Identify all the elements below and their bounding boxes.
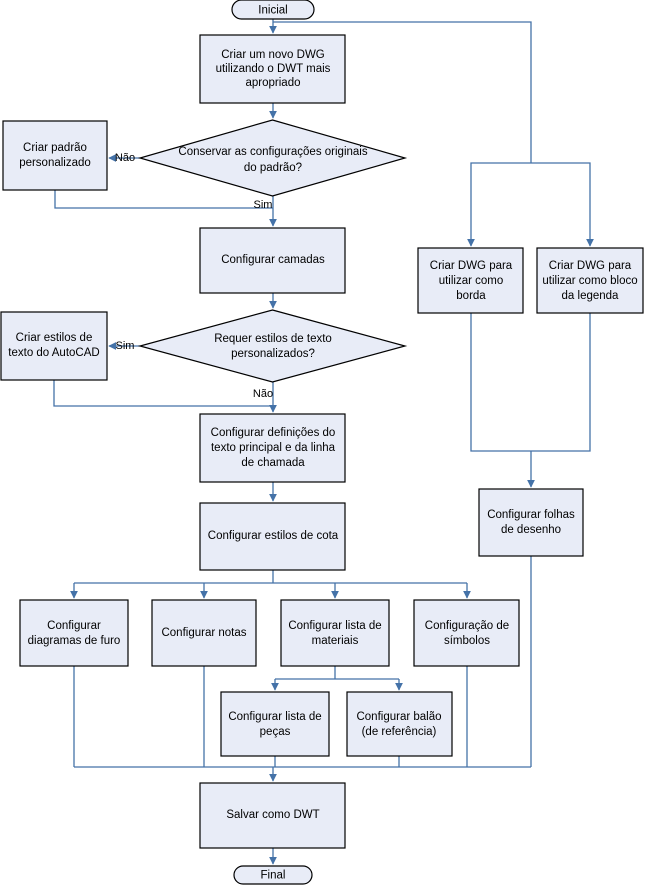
edge-branch-to-dwg-borda (467, 162, 531, 247)
node-dwg-legenda[interactable]: Criar DWG para utilizar como bloco da le… (536, 247, 644, 314)
edge-criar-padrao-rejoin (54, 190, 273, 209)
node-requer-estilos-decision[interactable]: Requer estilos de texto personalizados? (137, 309, 408, 383)
definicoes-texto-label-line2: texto principal e da linha (211, 442, 336, 454)
node-balao[interactable]: Configurar balão (de referência) (346, 691, 453, 757)
node-camadas[interactable]: Configurar camadas (199, 227, 346, 294)
dwg-legenda-shape (536, 247, 644, 314)
balao-label-line2: (de referência) (362, 726, 437, 738)
requer-estilos-decision-shape (137, 309, 408, 383)
node-salvar-dwt[interactable]: Salvar como DWT (199, 782, 346, 849)
camadas-shape (199, 227, 346, 294)
conservar-label-line2: do padrão? (244, 162, 302, 174)
conservar-decision-shape (137, 119, 408, 197)
lista-materiais-label-line2: materiais (312, 635, 359, 647)
dwg-legenda-label-line3: da legenda (562, 290, 620, 302)
node-lista-materiais[interactable]: Configurar lista de materiais (280, 599, 390, 667)
requer-estilos-label-line2: personalizados? (231, 348, 315, 360)
edge-label-conservar-nao: Não (115, 152, 135, 164)
definicoes-texto-shape (199, 413, 346, 483)
simbolos-label-line2: símbolos (444, 635, 490, 647)
folhas-desenho-shape (478, 488, 584, 557)
node-dwg-borda[interactable]: Criar DWG para utilizar como borda (417, 247, 524, 314)
edge-label-requer-sim: Sim (116, 340, 135, 352)
lista-pecas-label-line2: peças (260, 726, 291, 738)
estilos-cota-shape (199, 502, 346, 571)
definicoes-texto-label-line1: Configurar definições do (211, 427, 336, 439)
edge-labels-layer: Não Sim Sim Não (115, 152, 273, 400)
dwg-legenda-label-line2: utilizar como bloco (542, 275, 637, 287)
dwg-legenda-label-line1: Criar DWG para (549, 260, 632, 272)
novo-dwg-label-line3: apropriado (246, 77, 301, 89)
dwg-borda-label-line1: Criar DWG para (430, 260, 513, 272)
dwg-borda-label-line2: utilizar como (439, 275, 504, 287)
node-simbolos[interactable]: Configuração de símbolos (413, 599, 520, 667)
edges-layer (53, 19, 594, 865)
estilos-autocad-label-line1: Criar estilos de (16, 332, 93, 344)
edge-estilos-autocad-rejoin (53, 380, 273, 407)
simbolos-shape (413, 599, 520, 667)
end-terminator-shape (233, 865, 313, 885)
camadas-label: Configurar camadas (221, 254, 325, 266)
diagramas-furo-label-line1: Configurar (47, 620, 101, 632)
node-end[interactable]: Final (233, 865, 313, 885)
diagramas-furo-shape (19, 599, 129, 667)
novo-dwg-label-line1: Criar um novo DWG (221, 49, 325, 61)
notas-shape (151, 599, 257, 667)
requer-estilos-label-line1: Requer estilos de texto (214, 333, 332, 345)
definicoes-texto-label-line3: de chamada (241, 457, 305, 469)
node-notas[interactable]: Configurar notas (151, 599, 257, 667)
lista-pecas-shape (220, 691, 330, 757)
node-start[interactable]: Inicial (231, 0, 315, 20)
novo-dwg-shape (199, 34, 346, 104)
dwg-borda-shape (417, 247, 524, 314)
salvar-dwt-shape (199, 782, 346, 849)
criar-padrao-label-line2: personalizado (19, 157, 91, 169)
end-label: Final (261, 870, 286, 882)
estilos-cota-label: Configurar estilos de cota (208, 530, 339, 542)
edge-dwg-legenda-merge (531, 313, 591, 452)
node-novo-dwg[interactable]: Criar um novo DWG utilizando o DWT mais … (199, 34, 346, 104)
node-criar-padrao[interactable]: Criar padrão personalizado (2, 120, 108, 191)
node-diagramas-furo[interactable]: Configurar diagramas de furo (19, 599, 129, 667)
node-lista-pecas[interactable]: Configurar lista de peças (220, 691, 330, 757)
balao-label-line1: Configurar balão (356, 711, 441, 723)
start-label: Inicial (258, 5, 287, 17)
estilos-autocad-label-line2: texto do AutoCAD (8, 347, 99, 359)
criar-padrao-label-line1: Criar padrão (23, 142, 87, 154)
notas-label: Configurar notas (161, 627, 246, 639)
edge-dwg-borda-merge (470, 313, 531, 452)
edge-label-requer-nao: Não (253, 388, 273, 400)
node-estilos-cota[interactable]: Configurar estilos de cota (199, 502, 346, 571)
folhas-desenho-label-line1: Configurar folhas (487, 509, 575, 521)
start-terminator-shape (231, 0, 315, 20)
estilos-autocad-shape (0, 311, 108, 381)
novo-dwg-label-line2: utilizando o DWT mais (216, 63, 331, 75)
diagramas-furo-label-line2: diagramas de furo (28, 635, 121, 647)
node-estilos-autocad[interactable]: Criar estilos de texto do AutoCAD (0, 311, 108, 381)
balao-shape (346, 691, 453, 757)
node-folhas-desenho[interactable]: Configurar folhas de desenho (478, 488, 584, 557)
folhas-desenho-label-line2: de desenho (501, 524, 561, 536)
edge-label-conservar-sim: Sim (254, 199, 273, 211)
salvar-dwt-label: Salvar como DWT (226, 809, 319, 821)
node-definicoes-texto[interactable]: Configurar definições do texto principal… (199, 413, 346, 483)
lista-materiais-shape (280, 599, 390, 667)
criar-padrao-shape (2, 120, 108, 191)
edge-branch-to-dwg-legenda (531, 162, 594, 247)
lista-materiais-label-line1: Configurar lista de (288, 620, 381, 632)
dwg-borda-label-line3: borda (456, 290, 486, 302)
simbolos-label-line1: Configuração de (425, 620, 509, 632)
conservar-label-line1: Conservar as configurações originais (178, 146, 367, 158)
node-conservar-decision[interactable]: Conservar as configurações originais do … (137, 119, 408, 197)
edge-start-to-right-branch (273, 21, 532, 163)
lista-pecas-label-line1: Configurar lista de (228, 711, 321, 723)
